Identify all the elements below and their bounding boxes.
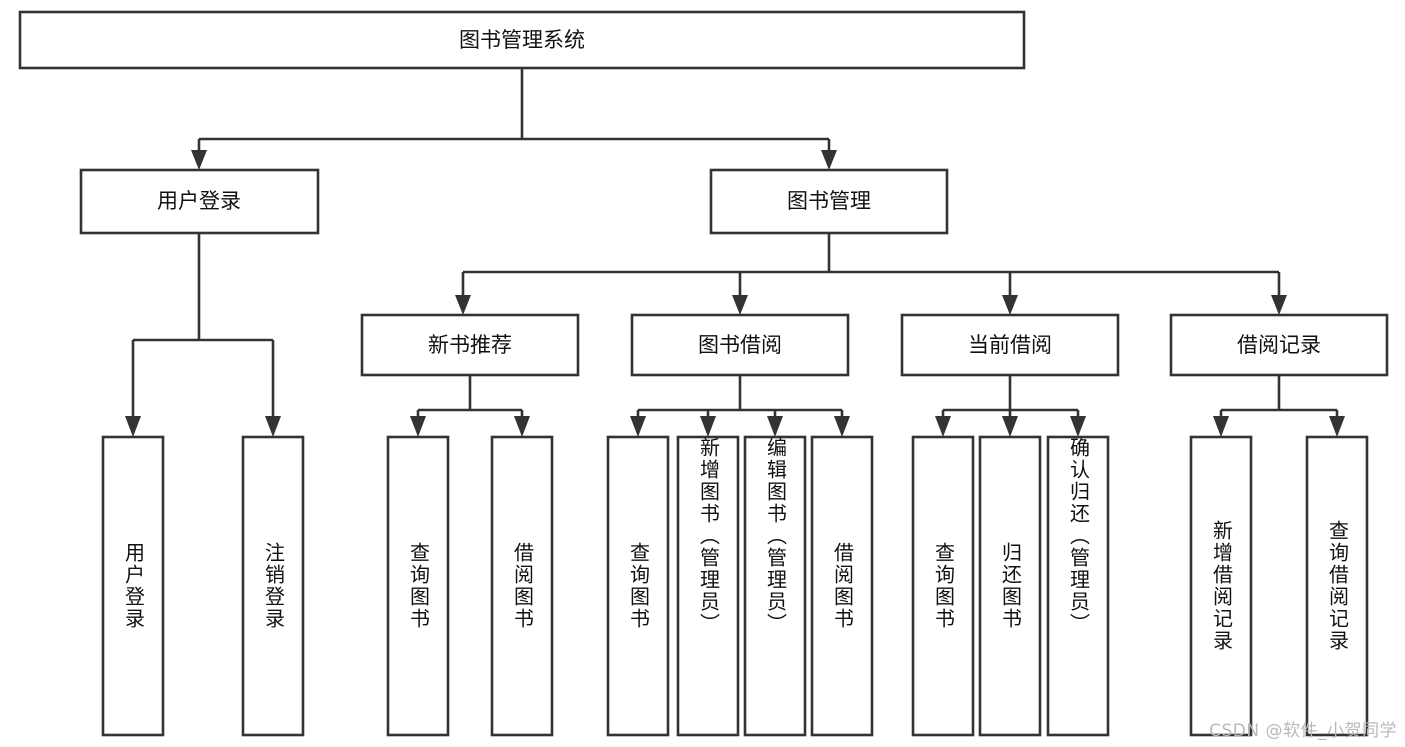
node-borrow-record[interactable]: 借阅记录 [1169, 313, 1389, 377]
arrow-head-record-leaf1 [1213, 416, 1229, 437]
leaf-box-user-login-1[interactable] [241, 435, 305, 737]
arrow-head-bookmgmt-l3c [1002, 295, 1018, 315]
leaf-box-record-1[interactable] [1305, 435, 1369, 737]
leaf-box-current-0[interactable] [911, 435, 975, 737]
arrow-head-login-leaf1 [125, 416, 141, 437]
arrow-head-recommend-leaf1 [410, 416, 426, 437]
node-book-management-label: 图书管理 [787, 189, 871, 213]
node-root-system[interactable]: 图书管理系统 [18, 10, 1026, 70]
node-book-borrow-label: 图书借阅 [698, 333, 782, 357]
arrow-head-root-to-bookmgmt [821, 150, 837, 170]
node-current-borrow-label: 当前借阅 [968, 333, 1052, 357]
arrow-head-borrow-leaf4 [834, 416, 850, 437]
arrow-head-bookmgmt-l3b [732, 295, 748, 315]
csdn-watermark: CSDN @软件_小贺同学 [1209, 721, 1397, 741]
node-book-management[interactable]: 图书管理 [709, 168, 949, 235]
node-new-book-recommend-box[interactable] [360, 313, 580, 377]
leaf-box-user-login-0[interactable] [101, 435, 165, 737]
node-current-borrow-box[interactable] [900, 313, 1120, 377]
leaf-box-borrow-1[interactable] [676, 435, 740, 737]
leaf-box-current-2[interactable] [1046, 435, 1110, 737]
leaf-box-borrow-2[interactable] [743, 435, 807, 737]
node-new-book-recommend[interactable]: 新书推荐 [360, 313, 580, 377]
node-borrow-record-box[interactable] [1169, 313, 1389, 377]
arrow-head-current-leaf1 [935, 416, 951, 437]
arrow-head-borrow-leaf3 [767, 416, 783, 437]
node-root-system-label: 图书管理系统 [459, 28, 585, 52]
arrow-head-root-to-login [191, 150, 207, 170]
arrow-head-bookmgmt-l3d [1271, 295, 1287, 315]
leaf-box-recommend-1[interactable] [490, 435, 554, 737]
arrow-head-borrow-leaf2 [700, 416, 716, 437]
node-new-book-recommend-label: 新书推荐 [428, 333, 512, 357]
node-user-login[interactable]: 用户登录 [79, 168, 320, 235]
connector-group [125, 68, 1345, 437]
arrow-head-borrow-leaf1 [630, 416, 646, 437]
node-book-borrow[interactable]: 图书借阅 [630, 313, 850, 377]
leaf-box-recommend-0[interactable] [386, 435, 450, 737]
arrow-head-recommend-leaf2 [514, 416, 530, 437]
leaf-box-borrow-0[interactable] [606, 435, 670, 737]
leaf-box-current-1[interactable] [978, 435, 1042, 737]
node-root-system-box[interactable] [18, 10, 1026, 70]
leaf-box-record-0[interactable] [1189, 435, 1253, 737]
node-user-login-box[interactable] [79, 168, 320, 235]
leaf-box-borrow-3[interactable] [810, 435, 874, 737]
arrow-head-login-leaf2 [265, 416, 281, 437]
arrow-head-current-leaf3 [1070, 416, 1086, 437]
node-book-management-box[interactable] [709, 168, 949, 235]
node-current-borrow[interactable]: 当前借阅 [900, 313, 1120, 377]
arrow-head-record-leaf2 [1329, 416, 1345, 437]
arrow-head-bookmgmt-l3a [455, 295, 471, 315]
arrow-head-current-leaf2 [1002, 416, 1018, 437]
node-book-borrow-box[interactable] [630, 313, 850, 377]
node-borrow-record-label: 借阅记录 [1237, 333, 1321, 357]
node-user-login-label: 用户登录 [157, 189, 241, 213]
